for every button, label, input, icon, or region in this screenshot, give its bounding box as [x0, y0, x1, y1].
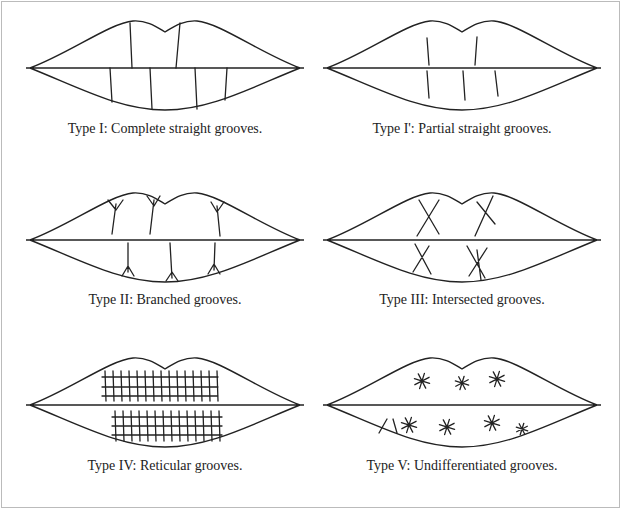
type-caption: Type I: Complete straight grooves.: [68, 120, 263, 137]
lip-outline: [323, 358, 601, 447]
type-caption: Type II: Branched grooves.: [89, 291, 242, 308]
lip-outline: [323, 21, 601, 110]
lip-grooves: [379, 371, 528, 434]
lip-grooves: [427, 37, 498, 100]
type-caption: Type III: Intersected grooves.: [379, 291, 544, 308]
lip-outline: [26, 193, 304, 282]
type-caption: Type IV: Reticular grooves.: [87, 457, 242, 474]
lip-outline: [323, 193, 601, 282]
type-caption: Type V: Undifferentiated grooves.: [366, 457, 557, 474]
lip-shape: [26, 193, 304, 282]
lip-grooves: [110, 23, 227, 109]
lip-shape: [26, 21, 304, 110]
lip-outline: [26, 358, 304, 447]
lip-shape: [323, 358, 601, 447]
lip-shape: [323, 193, 601, 282]
lip-outline: [26, 21, 304, 110]
lip-shape: [323, 21, 601, 110]
type-caption: Type I': Partial straight grooves.: [372, 120, 551, 137]
lip-grooves: [108, 196, 224, 281]
lip-grooves: [413, 196, 495, 280]
lip-shape: [26, 358, 304, 447]
lip-grooves: [102, 371, 222, 441]
